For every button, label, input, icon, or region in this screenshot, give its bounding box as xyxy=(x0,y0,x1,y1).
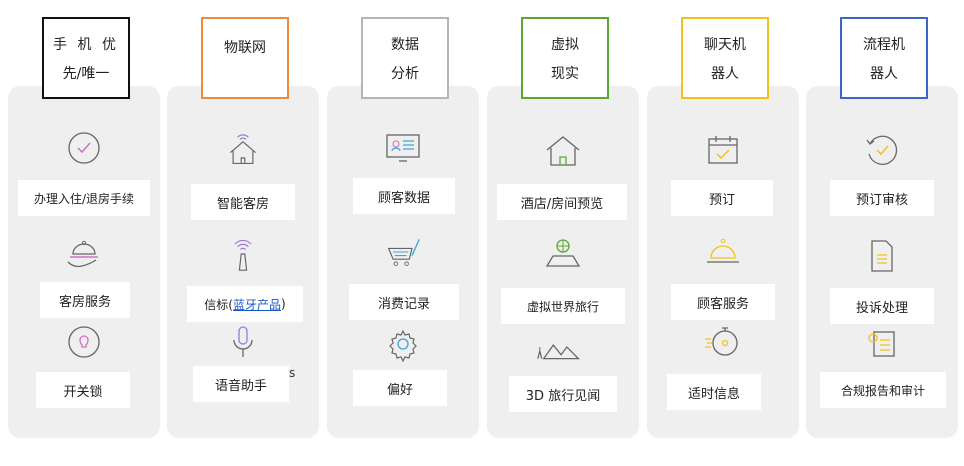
check-circle-icon xyxy=(62,128,106,168)
column-process-robot: 流程机 器人 预订审核 投诉处理 合规报告和审计 xyxy=(806,0,958,466)
column-mobile-first: 手 机 优 先/唯一 办理入住/退房手续 客房服务 开关锁 xyxy=(8,0,160,466)
refresh-check-icon xyxy=(860,130,904,170)
column-header: 聊天机 器人 xyxy=(681,17,769,99)
serving-bell-icon xyxy=(701,232,745,272)
gear-icon xyxy=(381,324,425,364)
calendar-check-icon xyxy=(701,130,745,170)
header-line: 分析 xyxy=(391,65,419,82)
header-line: 器人 xyxy=(711,65,739,82)
item-label: 预订 xyxy=(671,180,773,216)
house-outline-icon xyxy=(541,130,585,170)
item-label: 智能客房 xyxy=(191,184,295,220)
column-data-analysis: 数据 分析 顾客数据 消费记录 偏好 xyxy=(327,0,479,466)
item-label: 顾客服务 xyxy=(671,284,775,320)
header-line: 现实 xyxy=(551,65,579,82)
id-card-monitor-icon xyxy=(381,128,425,168)
item-label: 预订审核 xyxy=(830,180,934,216)
label-text: 信标( xyxy=(204,297,233,312)
column-iot: 物联网 智能客房 信标(蓝牙产品) 语音助手 s xyxy=(167,0,319,466)
item-label: 客房服务 xyxy=(40,282,130,318)
column-header: 手 机 优 先/唯一 xyxy=(42,17,130,99)
column-header: 流程机 器人 xyxy=(840,17,928,99)
item-label: 3D 旅行见闻 xyxy=(509,376,617,412)
item-label: 信标(蓝牙产品) xyxy=(187,286,303,322)
column-virtual-reality: 虚拟 现实 酒店/房间预览 虚拟世界旅行 3D 旅行见闻 xyxy=(487,0,639,466)
column-header: 物联网 xyxy=(201,17,289,99)
header-line: 物联网 xyxy=(224,40,266,56)
column-chatbot: 聊天机 器人 预订 顾客服务 适时信息 xyxy=(647,0,799,466)
stopwatch-icon xyxy=(701,322,745,362)
header-line: 聊天机 xyxy=(704,36,746,53)
item-label: 偏好 xyxy=(353,370,447,406)
smart-home-icon xyxy=(221,126,265,172)
label-link[interactable]: 蓝牙产品 xyxy=(232,297,281,312)
item-label: 适时信息 xyxy=(667,374,761,410)
column-header: 数据 分析 xyxy=(361,17,449,99)
header-line: 先/唯一 xyxy=(62,65,110,82)
item-label: 酒店/房间预览 xyxy=(497,184,627,220)
globe-platform-icon xyxy=(541,232,585,272)
item-label: 消费记录 xyxy=(349,284,459,320)
header-line: 虚拟 xyxy=(551,36,579,53)
header-line: 数据 xyxy=(391,36,419,53)
item-label: 顾客数据 xyxy=(353,178,455,214)
bulb-circle-icon xyxy=(62,322,106,362)
shopping-cart-icon xyxy=(381,230,425,274)
document-icon xyxy=(860,236,904,276)
serving-cloche-icon xyxy=(62,234,106,274)
header-line: 手 机 优 xyxy=(53,36,119,53)
column-header: 虚拟 现实 xyxy=(521,17,609,99)
item-label: 虚拟世界旅行 xyxy=(501,288,625,324)
item-label: 合规报告和审计 xyxy=(820,372,946,408)
item-label: 语音助手 xyxy=(193,366,289,402)
label-text: ) xyxy=(281,297,286,311)
mountains-icon xyxy=(533,328,593,368)
stray-text: s xyxy=(289,366,296,380)
header-line: 流程机 xyxy=(863,36,905,53)
item-label: 办理入住/退房手续 xyxy=(18,180,150,216)
beacon-icon xyxy=(221,232,265,276)
header-line: 器人 xyxy=(870,65,898,82)
checklist-icon xyxy=(860,324,904,364)
microphone-icon xyxy=(221,322,265,362)
item-label: 开关锁 xyxy=(36,372,130,408)
item-label: 投诉处理 xyxy=(830,288,934,324)
